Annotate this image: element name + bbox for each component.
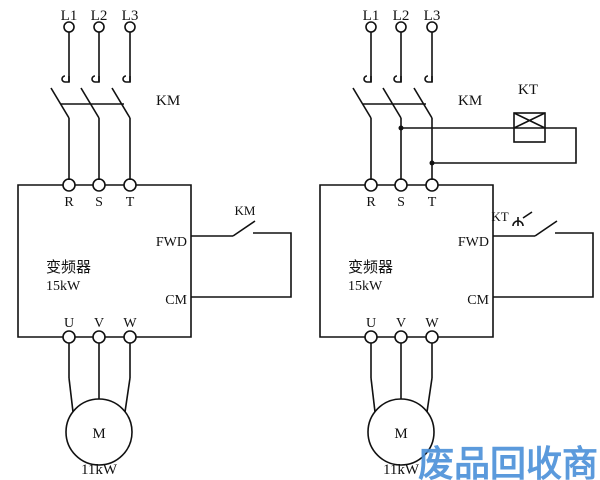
junction-dot	[398, 125, 404, 131]
terminal	[364, 330, 378, 344]
inverter-box	[17, 184, 63, 338]
contact-hook	[424, 75, 433, 83]
inverter-box	[438, 184, 494, 338]
terminal	[394, 330, 408, 344]
coil-cross	[513, 112, 546, 129]
contactor-label: KM	[458, 93, 482, 109]
wire	[432, 127, 577, 164]
switch-blade	[534, 220, 558, 237]
timer-symbol	[512, 211, 533, 227]
junction-dot	[429, 160, 435, 166]
terminal	[425, 330, 439, 344]
phase-label: L2	[393, 8, 410, 24]
input-label: S	[95, 195, 103, 210]
motor-label: M	[92, 426, 105, 442]
left-circuit: L1R U L2S V L3T W KM 变频器 15kW FWD CM M 11kW KM	[17, 8, 292, 478]
terminal	[394, 178, 408, 192]
input-label: T	[428, 195, 437, 210]
output-label: W	[425, 316, 439, 331]
timer-label: KT	[518, 82, 538, 98]
motor-power: 11kW	[383, 462, 420, 478]
phase-label: L2	[91, 8, 108, 24]
fwd-label: FWD	[458, 235, 489, 250]
wire	[124, 377, 131, 413]
contact-hook	[122, 75, 131, 83]
switch-label: KT	[491, 209, 508, 224]
phase-label: L1	[363, 8, 380, 24]
cm-label: CM	[165, 293, 187, 308]
output-label: V	[396, 316, 406, 331]
switch-blade	[382, 87, 402, 119]
terminal	[123, 178, 137, 192]
input-label: R	[366, 195, 376, 210]
switch-blade	[413, 87, 433, 119]
inverter-box	[136, 184, 192, 338]
wire	[426, 377, 433, 413]
switch-blade	[50, 87, 70, 119]
switch-blade	[232, 220, 256, 237]
terminal	[123, 330, 137, 344]
control-wire	[191, 232, 292, 298]
output-label: W	[123, 316, 137, 331]
switch-blade	[111, 87, 131, 119]
output-label: V	[94, 316, 104, 331]
contactor-label: KM	[156, 93, 180, 109]
terminal	[92, 178, 106, 192]
output-label: U	[366, 316, 376, 331]
control-wire	[493, 232, 594, 298]
cm-label: CM	[467, 293, 489, 308]
inverter-name: 变频器	[46, 259, 91, 276]
contact-hook	[91, 75, 100, 83]
switch-label: KM	[235, 203, 256, 218]
phase-label: L3	[424, 8, 441, 24]
wire	[370, 377, 376, 413]
terminal	[364, 178, 378, 192]
motor-label: M	[394, 426, 407, 442]
motor-power: 11kW	[81, 462, 118, 478]
switch-blade	[352, 87, 372, 119]
phase-label: L1	[61, 8, 78, 24]
terminal	[425, 178, 439, 192]
right-circuit: L1R U L2S V L3T W KM 变频器 15kW FWD CM M 11kW KT KT	[319, 8, 594, 478]
wire	[68, 377, 74, 413]
motor	[65, 398, 133, 466]
output-label: U	[64, 316, 74, 331]
terminal	[92, 330, 106, 344]
input-label: S	[397, 195, 405, 210]
terminal	[62, 178, 76, 192]
contact-hook	[393, 75, 402, 83]
contact-hook	[363, 75, 372, 83]
motor	[367, 398, 435, 466]
inverter-name: 变频器	[348, 259, 393, 276]
inverter-power: 15kW	[348, 279, 383, 294]
fwd-label: FWD	[156, 235, 187, 250]
inverter-power: 15kW	[46, 279, 81, 294]
input-label: R	[64, 195, 74, 210]
input-label: T	[126, 195, 135, 210]
switch-blade	[80, 87, 100, 119]
terminal	[62, 330, 76, 344]
contact-hook	[61, 75, 70, 83]
inverter-box	[319, 184, 365, 338]
watermark: 废品回收商网	[418, 444, 600, 480]
phase-label: L3	[122, 8, 139, 24]
